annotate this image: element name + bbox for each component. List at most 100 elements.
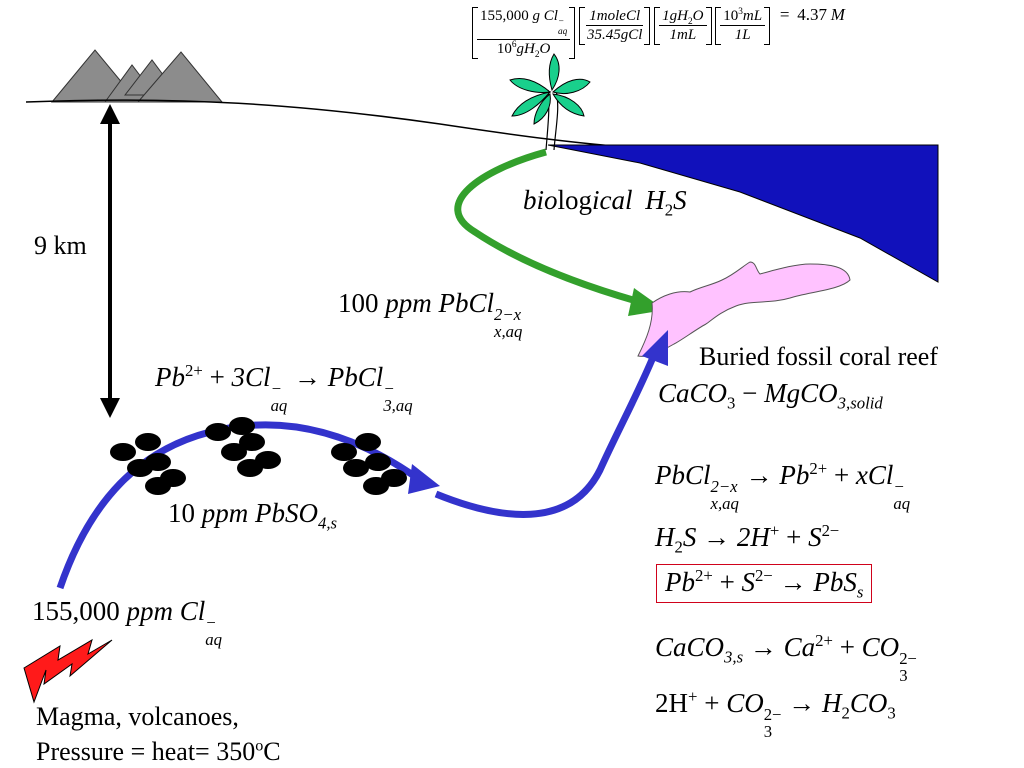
text: 3Cl — [231, 362, 271, 392]
text: CO — [726, 688, 764, 718]
text: ppm — [126, 596, 174, 626]
text: ppm — [385, 288, 432, 318]
text: 3,aq — [383, 396, 413, 416]
text: 3,solid — [837, 393, 883, 413]
ground-surface-line — [25, 99, 641, 149]
text: 2− — [899, 648, 917, 668]
text: S — [682, 522, 697, 552]
text: S — [808, 522, 822, 552]
ore-blob — [331, 443, 357, 461]
text: Pb — [779, 460, 810, 490]
text: 2+ — [809, 459, 828, 478]
text: − — [270, 378, 282, 398]
text: + — [786, 522, 802, 552]
depth-arrow — [100, 104, 120, 418]
reaction-2: H2S → 2H+ + S2− — [655, 521, 839, 555]
text: O — [692, 8, 704, 24]
reef-label: Buried fossil coral reef — [699, 342, 938, 371]
text: 2− — [755, 566, 773, 585]
text: PbCl — [438, 288, 495, 318]
conversion-equation: 155,000 g Cl−aq 106gH2O 1moleCl 35.45gCl… — [472, 6, 845, 59]
text: H — [822, 688, 842, 718]
ore-blob — [343, 459, 369, 477]
ore-blob — [365, 453, 391, 471]
chloride-concentration-label: 155,000 ppm Cl−aq — [32, 598, 222, 649]
ore-blob — [110, 443, 136, 461]
text: 3 — [887, 703, 896, 723]
ore-deposits — [110, 417, 407, 495]
text: 10 — [723, 8, 739, 24]
text: 2 — [688, 17, 693, 27]
lead-sulfide-precipitation-reaction: Pb2+ + S2− → PbSs — [656, 564, 873, 603]
conversion-factor-3: 1gH2O 1mL — [654, 7, 712, 45]
text: bio — [523, 185, 558, 215]
text: aq — [893, 494, 911, 514]
text: x,aq — [710, 494, 739, 514]
text: 1gH — [662, 8, 689, 24]
text: 2 — [841, 703, 850, 723]
text: H — [645, 185, 665, 215]
conversion-factor-1: 155,000 g Cl−aq 106gH2O — [472, 7, 576, 60]
coral-reef-shape — [637, 261, 851, 357]
sea-wedge — [547, 144, 939, 283]
text: − — [557, 17, 565, 28]
text: S — [741, 567, 756, 597]
text: Pb — [155, 362, 185, 392]
biological-h2s-label: biological H2S — [523, 185, 687, 219]
text: O — [539, 40, 551, 57]
text: mL — [742, 8, 763, 24]
conversion-factor-2: 1moleCl 35.45gCl — [578, 7, 651, 45]
text: + — [839, 632, 855, 662]
text: gH — [516, 40, 535, 57]
ore-blob — [145, 477, 171, 495]
mountain-peak-4 — [136, 51, 224, 103]
palm-tree-icon — [509, 53, 591, 151]
text: 155,000 — [480, 8, 529, 24]
ore-blob — [229, 417, 255, 435]
text: xCl — [855, 460, 894, 490]
ore-blob — [205, 423, 231, 441]
text: + — [209, 362, 225, 392]
text: ppm — [201, 498, 249, 528]
text: 3 — [738, 7, 743, 17]
text: 35.45gCl — [586, 27, 643, 43]
text: + — [704, 688, 720, 718]
text: − — [893, 476, 905, 496]
text: − — [383, 378, 395, 398]
text: 2+ — [815, 631, 833, 650]
text: aq — [270, 396, 288, 416]
text: + — [769, 521, 780, 540]
text: 1moleCl — [586, 9, 644, 26]
text: + — [688, 687, 698, 706]
text: 2+ — [695, 566, 713, 585]
magma-label-line2: Pressure = heat= 350oC — [36, 738, 281, 765]
text: PbCl — [327, 362, 384, 392]
text: − — [742, 378, 758, 408]
text: → — [749, 632, 777, 662]
molarity-unit: M — [830, 5, 845, 24]
molarity-value: 4.37 — [797, 5, 827, 24]
text: log — [557, 185, 593, 215]
text: − — [205, 612, 217, 632]
magma-label-line1: Magma, volcanoes, — [36, 702, 239, 731]
text: CO — [849, 688, 888, 718]
text: 2 — [664, 200, 674, 220]
text: → — [703, 522, 731, 552]
text: 6 — [511, 39, 517, 50]
ore-blob — [221, 443, 247, 461]
text: CaCO — [655, 632, 725, 662]
text: Cl — [179, 596, 206, 626]
text: CO — [861, 632, 900, 662]
text: 4,s — [318, 513, 338, 533]
ore-blob — [363, 477, 389, 495]
text: 2−x — [494, 304, 522, 324]
text: → — [788, 688, 816, 718]
text: ical — [592, 185, 633, 215]
text: 2 — [534, 49, 540, 60]
text: → — [294, 362, 322, 392]
text: 3,s — [724, 647, 744, 667]
text: MgCO — [764, 378, 838, 408]
text: g — [532, 8, 541, 24]
